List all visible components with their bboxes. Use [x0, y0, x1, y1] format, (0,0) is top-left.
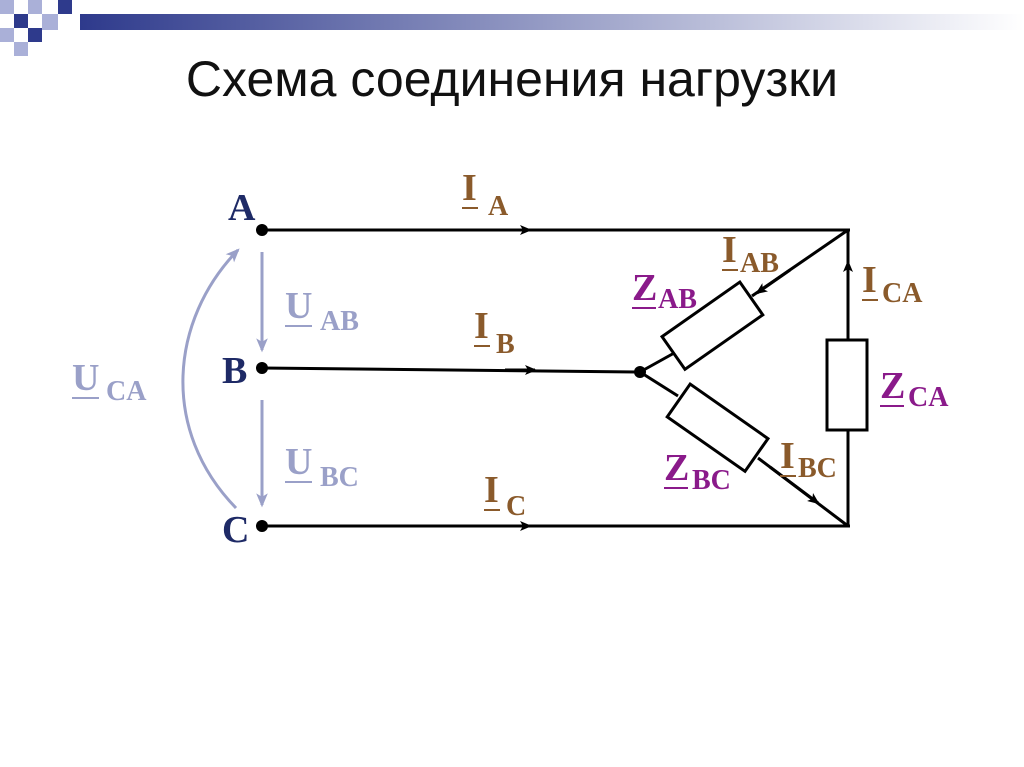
label-ib-symbol: I [474, 305, 489, 347]
label-ibc-symbol: I [780, 435, 795, 477]
arrow-ibc [769, 465, 820, 505]
label-uab-sub: AB [320, 306, 359, 337]
header-gradient-bar [80, 14, 1024, 30]
label-zca: Z CA [880, 365, 949, 413]
label-ubc: U BC [285, 441, 359, 493]
label-ibc: I BC [780, 435, 837, 484]
label-ic-sub: C [506, 491, 526, 522]
label-ib-sub: B [496, 329, 515, 360]
label-uca-sub: CA [106, 376, 147, 407]
label-zbc-symbol: Z [664, 447, 689, 489]
label-iab-symbol: I [722, 229, 737, 271]
label-iab: I AB [722, 229, 779, 279]
label-zca-symbol: Z [880, 365, 905, 407]
resistor-zca [825, 338, 869, 432]
label-uca-symbol: U [72, 357, 99, 399]
page-title: Схема соединения нагрузки [185, 51, 839, 107]
label-zbc-sub: BC [692, 465, 731, 496]
node-dot-c [256, 520, 268, 532]
label-ubc-sub: BC [320, 462, 359, 493]
label-ic: I C [484, 469, 526, 522]
node-label-b: B [222, 350, 247, 392]
deco-square [28, 28, 42, 42]
node-label-c: C [222, 509, 249, 551]
resistor-zab [659, 279, 765, 372]
arrow-iab [755, 268, 791, 295]
deco-square [0, 28, 14, 42]
label-uab: U AB [285, 285, 359, 337]
line-b [261, 366, 641, 374]
label-zbc: Z BC [664, 447, 731, 496]
label-ica: I CA [862, 259, 923, 309]
label-ia: I A [462, 167, 509, 222]
deco-square [42, 14, 58, 30]
label-iab-sub: AB [740, 248, 779, 279]
deco-square [58, 0, 72, 14]
label-zab-sub: AB [658, 284, 697, 315]
label-ic-symbol: I [484, 469, 499, 511]
resistor-zbc [665, 381, 771, 474]
label-ica-symbol: I [862, 259, 877, 301]
deco-square [28, 0, 42, 14]
node-label-a: A [228, 187, 256, 229]
deco-square [14, 14, 28, 28]
node-dot-b [256, 362, 268, 374]
label-zab: Z AB [632, 267, 697, 315]
node-dot-a [256, 224, 268, 236]
label-zca-sub: CA [908, 382, 949, 413]
label-ica-sub: CA [882, 278, 923, 309]
deco-square [0, 0, 14, 14]
label-zab-symbol: Z [632, 267, 657, 309]
label-ib: I B [474, 305, 515, 360]
label-uca: U CA [72, 357, 147, 407]
label-ia-sub: A [488, 191, 509, 222]
node-dot-junction [634, 366, 646, 378]
arrow-uca [181, 248, 240, 510]
label-ubc-symbol: U [285, 441, 312, 483]
label-ibc-sub: BC [798, 453, 837, 484]
label-ia-symbol: I [462, 167, 477, 209]
deco-square [14, 42, 28, 56]
label-uab-symbol: U [285, 285, 312, 327]
wire-ab-lower [639, 350, 677, 374]
header-decoration [0, 0, 1024, 56]
wire-bc-upper [639, 370, 679, 398]
